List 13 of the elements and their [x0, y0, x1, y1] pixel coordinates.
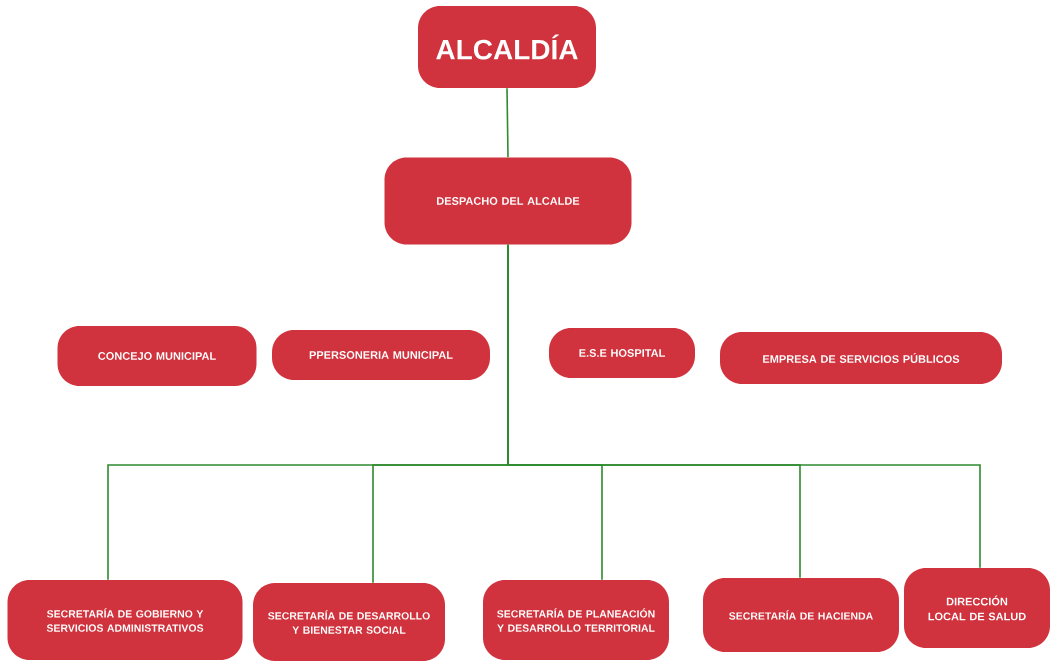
connector-line: [507, 243, 981, 569]
org-box: ALCALDÍA: [418, 6, 596, 88]
org-box: EMPRESA DE SERVICIOS PÚBLICOS: [720, 332, 1002, 384]
org-box: SECRETARÍA DE GOBIERNO Y SERVICIOS ADMINISTRATIVOS: [7, 580, 243, 660]
org-box: DIRECCIÓN LOCAL DE SALUD: [904, 568, 1050, 648]
org-box: PPERSONERIA MUNICIPAL: [272, 330, 490, 380]
connector-line: [506, 87, 509, 159]
org-box: SECRETARÍA DE DESARROLLO Y BIENESTAR SOCIAL: [253, 583, 445, 661]
org-box: SECRETARÍA DE PLANEACIÓN Y DESARROLLO TERRITORIAL: [483, 580, 669, 660]
org-box: DESPACHO DEL ALCALDE: [384, 157, 632, 245]
org-box: E.S.E HOSPITAL: [549, 328, 695, 378]
org-box: CONCEJO MUNICIPAL: [57, 326, 257, 386]
org-box: SECRETARÍA DE HACIENDA: [703, 578, 899, 652]
